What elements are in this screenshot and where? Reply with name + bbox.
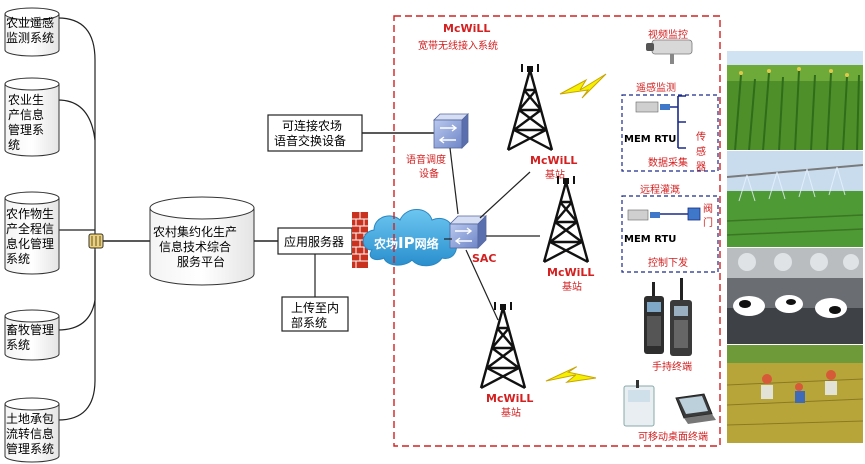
system-label-line: 流转信息: [6, 426, 54, 441]
mcwill-subtitle: 宽带无线接入系统: [418, 39, 498, 52]
svg-text:农场IP网络: 农场IP网络: [373, 234, 439, 252]
platform-cylinder: 农村集约化生产 信息技术综合 服务平台: [149, 196, 255, 286]
upload-label-line: 上传至内: [291, 300, 339, 315]
cylinder-production-info-system: 农业生 产信息 管理系 统: [4, 77, 60, 157]
sac-label: SAC: [472, 252, 497, 265]
sensor-char: 感: [696, 145, 706, 158]
mcwill-system-frame: [393, 15, 721, 447]
cylinder-livestock-system: 畜牧管理 系统: [4, 309, 60, 361]
base-station-sub: 基站: [562, 280, 582, 293]
system-label-line: 产信息: [8, 107, 44, 122]
system-label-line: 产全程信: [6, 221, 54, 236]
platform-label-line: 服务平台: [177, 254, 225, 269]
valve-char: 阀: [703, 202, 713, 215]
base-station-tower-1: McWiLL 基站: [506, 62, 577, 181]
wireless-bolt-icon-bottom: [545, 358, 598, 398]
platform-label-line: 农村集约化生产: [153, 224, 237, 239]
left-systems: 农业遥感 监测系统 农业生 产信息 管理系 统 农作物生 产全程信 息化管理 系…: [4, 7, 150, 463]
base-station-tower-2: McWiLL 基站: [542, 174, 594, 293]
voice-exchange-label-line: 语音交换设备: [274, 133, 346, 148]
voice-dispatch-label-line: 语音调度: [406, 153, 446, 166]
system-label-line: 管理系统: [6, 441, 54, 456]
base-station-name: McWiLL: [530, 154, 577, 167]
farm-ip-network-cloud: 农场IP网络: [362, 209, 457, 267]
system-label-line: 土地承包: [6, 412, 54, 426]
handheld-label: 手持终端: [652, 360, 692, 373]
video-camera-icon: [646, 39, 693, 64]
data-collection-frame: MEM RTU 传 感 器 数据采集: [621, 94, 719, 173]
system-label-line: 农作物生: [6, 207, 54, 221]
cylinder-remote-sensing-system: 农业遥感 监测系统: [4, 7, 60, 57]
base-station-sub: 基站: [501, 406, 521, 419]
system-label-line: 系统: [6, 252, 30, 266]
base-station-sub: 基站: [545, 168, 565, 181]
system-label-line: 息化管理: [6, 236, 54, 251]
sensor-char: 传: [696, 131, 706, 143]
upload-box: 上传至内 部系统: [281, 296, 349, 332]
cylinder-land-contract-system: 土地承包 流转信息 管理系统: [4, 397, 60, 463]
rtu-label: MEM RTU: [624, 234, 676, 245]
system-label-line: 农业生: [8, 93, 44, 107]
desktop-terminal-label: 可移动桌面终端: [638, 430, 708, 443]
control-caption: 控制下发: [648, 256, 688, 269]
system-label-line: 监测系统: [6, 31, 54, 45]
upload-label-line: 部系统: [291, 315, 327, 330]
corn-field-photo: [727, 50, 863, 151]
system-label-line: 畜牧管理: [6, 322, 54, 337]
connector-plug-icon: [88, 233, 150, 249]
control-frame: 阀 门 MEM RTU 控制下发: [621, 195, 719, 273]
irrigation-photo: [727, 150, 863, 248]
dairy-barn-photo: [727, 247, 863, 345]
voice-exchange-box: 可连接农场 语音交换设备: [267, 114, 363, 152]
wireless-bolt-icon-top: [559, 73, 607, 99]
cylinder-crop-production-system: 农作物生 产全程信 息化管理 系统: [4, 191, 60, 275]
rice-harvest-photo: [727, 344, 863, 443]
sensor-char: 器: [696, 161, 706, 173]
cloud-label-prefix: 农场: [373, 236, 398, 251]
app-server-label: 应用服务器: [284, 234, 344, 249]
app-server-box: 应用服务器: [277, 227, 353, 255]
rtu-label: MEM RTU: [624, 134, 676, 145]
voice-dispatch-switch-icon: [433, 113, 469, 149]
handheld-terminal-icon: [644, 278, 692, 356]
system-label-line: 统: [8, 138, 20, 152]
data-collection-caption: 数据采集: [648, 156, 688, 169]
platform-label-line: 信息技术综合: [159, 239, 231, 254]
mcwill-title: McWiLL: [443, 22, 490, 35]
base-station-name: McWiLL: [486, 392, 533, 405]
voice-exchange-label-line: 可连接农场: [282, 118, 342, 133]
system-label-line: 农业遥感: [6, 15, 54, 30]
cloud-label-suffix: 网络: [415, 236, 439, 251]
remote-irrigation-label: 远程灌溉: [640, 183, 680, 196]
sac-switch-icon: [449, 215, 487, 249]
voice-dispatch-label-line: 设备: [419, 167, 439, 180]
cloud-label-ip: IP: [398, 234, 415, 252]
base-station-name: McWiLL: [547, 266, 594, 279]
desktop-terminal-icon: [623, 380, 716, 427]
system-label-line: 系统: [6, 338, 30, 352]
system-label-line: 管理系: [8, 122, 44, 137]
remote-sensing-label: 遥感监测: [636, 81, 676, 94]
valve-char: 门: [703, 216, 713, 229]
firewall-icon: [352, 212, 368, 268]
video-monitor-label: 视频监控: [648, 28, 688, 41]
base-station-tower-3: McWiLL 基站: [479, 300, 533, 419]
